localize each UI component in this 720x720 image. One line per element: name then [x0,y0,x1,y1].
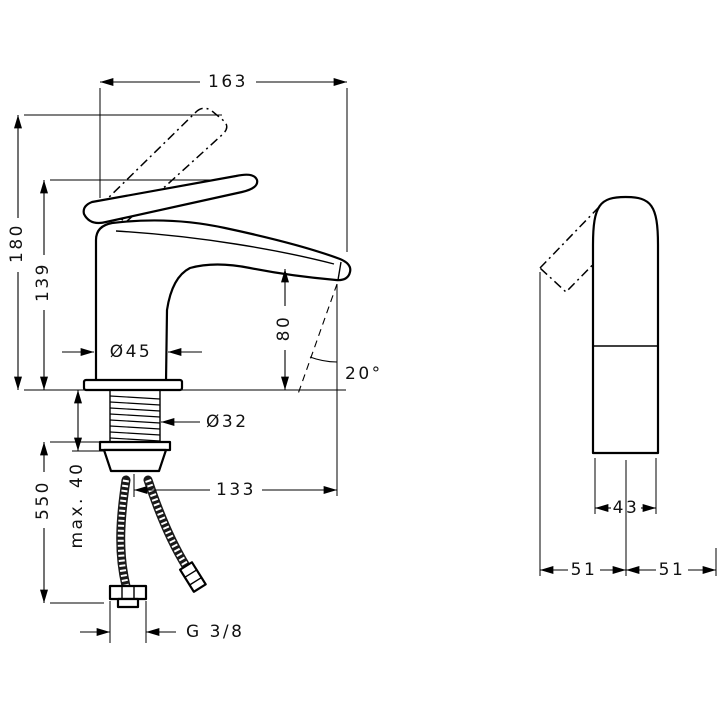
base-plate [82,378,184,392]
handle-raised-outline [99,107,228,223]
mounting-washer [98,440,172,452]
dim-label-top-width: 163 [208,72,248,92]
dim-stream-angle: 20° [297,283,383,395]
dim-swing-right: 51 [626,560,716,580]
supply-hose-right [143,475,191,571]
dim-total-height: 180 [7,115,27,390]
dim-spout-height: 139 [33,180,53,390]
dim-shank-diameter: Ø32 [161,412,249,432]
dim-label-stream-angle: 20° [345,364,383,384]
dim-swing-left: 51 [540,560,626,580]
hose-fitting-left [108,584,148,609]
dim-front-width: 43 [595,498,656,518]
dim-label-swing-right: 51 [659,560,686,580]
front-view [539,195,660,455]
dim-label-total-height: 180 [7,223,27,263]
dim-label-body-diameter: Ø45 [110,342,153,362]
dim-hose-length: 550 [33,442,53,603]
water-stream-line [297,283,338,395]
hose-fitting-right [178,561,207,593]
faucet-body-spout [94,219,352,384]
dim-label-clearance: 80 [274,315,294,342]
dim-label-front-width: 43 [613,498,640,518]
dim-max-thickness: max. 40 [67,390,87,548]
dim-clearance: 80 [274,269,294,390]
dim-label-max-thickness: max. 40 [67,462,87,549]
angle-arc [309,356,338,363]
dim-label-shank-diameter: Ø32 [206,412,249,432]
dim-label-swing-left: 51 [571,560,598,580]
dimensions: 163 180 139 80 Ø45 Ø32 [7,72,716,642]
dim-label-spout-height: 139 [33,262,53,302]
spout-edge-line [115,230,335,265]
front-body [591,195,660,455]
dim-label-thread: G 3/8 [186,622,244,642]
dim-label-hose-length: 550 [33,480,53,520]
side-view [82,107,352,609]
dim-thread: G 3/8 [80,622,244,642]
dim-top-width: 163 [100,72,347,92]
mounting-nut [102,448,168,473]
dim-label-reach: 133 [216,480,256,500]
spout-outlet-line [337,261,342,281]
supply-hose-left [116,475,131,591]
threaded-shank [109,390,161,442]
dim-body-diameter: Ø45 [62,342,202,362]
dim-reach: 133 [134,480,337,500]
faucet-handle [82,173,259,225]
